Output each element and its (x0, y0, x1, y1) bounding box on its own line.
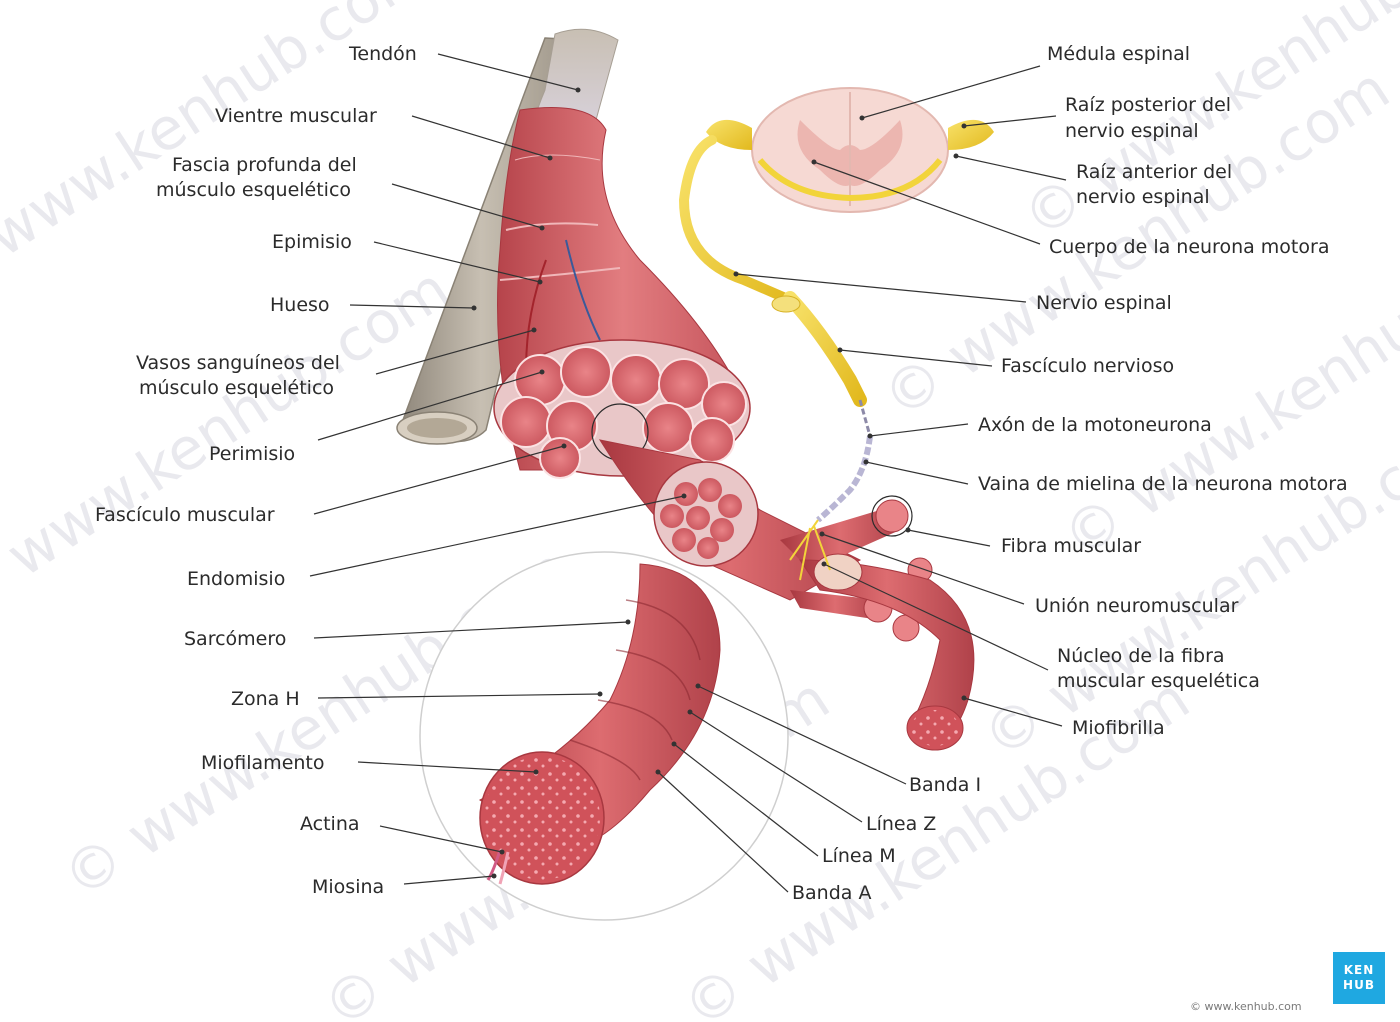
label-fiber-nucleus: Núcleo de la fibra muscular esquelética (821, 561, 1260, 692)
svg-text:Línea M: Línea M (822, 845, 896, 867)
label-spinal-cord: Médula espinal (859, 43, 1190, 121)
label-muscle-belly: Vientre muscular (215, 105, 553, 161)
label-m-line: Línea M (671, 741, 896, 867)
kenhub-logo: KEN HUB (1333, 952, 1385, 1004)
svg-text:Línea Z: Línea Z (866, 813, 936, 835)
svg-text:Raíz anterior del: Raíz anterior del (1076, 161, 1232, 183)
label-epimysium: Epimisio (272, 231, 543, 285)
label-neuromuscular-junction: Unión neuromuscular (819, 531, 1239, 617)
svg-text:Endomisio: Endomisio (187, 568, 285, 590)
label-i-band: Banda I (695, 683, 981, 796)
svg-text:Zona H: Zona H (231, 688, 300, 710)
label-myofilament: Miofilamento (201, 752, 539, 775)
label-tendon: Tendón (348, 43, 581, 93)
svg-text:Vientre muscular: Vientre muscular (215, 105, 377, 127)
svg-text:Núcleo de la fibra: Núcleo de la fibra (1057, 645, 1225, 667)
svg-text:Nervio espinal: Nervio espinal (1036, 292, 1172, 314)
svg-text:Hueso: Hueso (270, 294, 330, 316)
svg-text:músculo esquelético: músculo esquelético (139, 377, 334, 399)
label-z-line: Línea Z (687, 709, 936, 835)
logo-line-1: KEN (1343, 963, 1375, 977)
label-blood-vessels: Vasos sanguíneos del músculo esquelético (136, 327, 537, 399)
svg-text:Epimisio: Epimisio (272, 231, 352, 253)
svg-text:Médula espinal: Médula espinal (1047, 43, 1190, 65)
logo-line-2: HUB (1343, 978, 1375, 992)
svg-text:Cuerpo de la neurona motora: Cuerpo de la neurona motora (1049, 236, 1329, 258)
label-myelin-sheath: Vaina de mielina de la neurona motora (863, 459, 1348, 495)
label-posterior-root: Raíz posterior del nervio espinal (961, 94, 1231, 142)
svg-text:muscular esquelética: muscular esquelética (1057, 670, 1260, 692)
svg-text:Actina: Actina (300, 813, 360, 835)
copyright-credit: © www.kenhub.com (1190, 1000, 1302, 1013)
svg-text:Miosina: Miosina (312, 876, 384, 898)
svg-text:Vaina de mielina de la neurona: Vaina de mielina de la neurona motora (978, 473, 1348, 495)
label-spinal-nerve: Nervio espinal (733, 271, 1172, 314)
svg-text:músculo esquelético: músculo esquelético (156, 179, 351, 201)
svg-text:Tendón: Tendón (348, 43, 417, 65)
svg-text:Sarcómero: Sarcómero (184, 628, 286, 650)
svg-text:Miofibrilla: Miofibrilla (1072, 717, 1165, 739)
label-endomysium: Endomisio (187, 493, 687, 590)
svg-text:Fibra muscular: Fibra muscular (1001, 535, 1141, 557)
svg-text:Raíz posterior del: Raíz posterior del (1065, 94, 1231, 116)
fascicle-cross-section (493, 339, 751, 479)
label-myosin: Miosina (312, 873, 497, 898)
label-actin: Actina (300, 813, 505, 855)
label-nerve-fascicle: Fascículo nervioso (837, 347, 1174, 377)
spinal-cord-illustration (678, 87, 994, 407)
svg-text:Banda I: Banda I (909, 774, 981, 796)
label-anterior-root: Raíz anterior del nervio espinal (953, 153, 1232, 208)
label-myofibril: Miofibrilla (961, 695, 1165, 739)
label-perimysium: Perimisio (209, 369, 545, 465)
svg-text:Fascículo muscular: Fascículo muscular (95, 504, 275, 526)
svg-text:Perimisio: Perimisio (209, 443, 295, 465)
label-axon: Axón de la motoneurona (867, 414, 1212, 439)
svg-text:Fascia profunda del: Fascia profunda del (172, 154, 357, 176)
label-h-zone: Zona H (231, 688, 603, 710)
svg-text:Unión neuromuscular: Unión neuromuscular (1035, 595, 1239, 617)
label-deep-fascia: Fascia profunda del músculo esquelético (156, 154, 545, 231)
label-a-band: Banda A (655, 769, 871, 904)
svg-text:Miofilamento: Miofilamento (201, 752, 325, 774)
magnified-myofibril (419, 551, 789, 921)
svg-text:nervio espinal: nervio espinal (1076, 186, 1210, 208)
svg-text:Banda A: Banda A (792, 882, 871, 904)
label-sarcomere: Sarcómero (184, 619, 631, 650)
axon-illustration (789, 399, 873, 581)
svg-text:Fascículo nervioso: Fascículo nervioso (1001, 355, 1174, 377)
svg-text:Vasos sanguíneos del: Vasos sanguíneos del (136, 352, 340, 374)
label-motor-neuron-body: Cuerpo de la neurona motora (811, 159, 1329, 258)
label-muscle-fascicle: Fascículo muscular (95, 443, 567, 526)
svg-text:Axón de la motoneurona: Axón de la motoneurona (978, 414, 1212, 436)
label-bone: Hueso (270, 294, 477, 316)
muscle-fibers-illustration (598, 439, 975, 751)
svg-text:nervio espinal: nervio espinal (1065, 120, 1199, 142)
label-muscle-fiber: Fibra muscular (905, 527, 1141, 557)
